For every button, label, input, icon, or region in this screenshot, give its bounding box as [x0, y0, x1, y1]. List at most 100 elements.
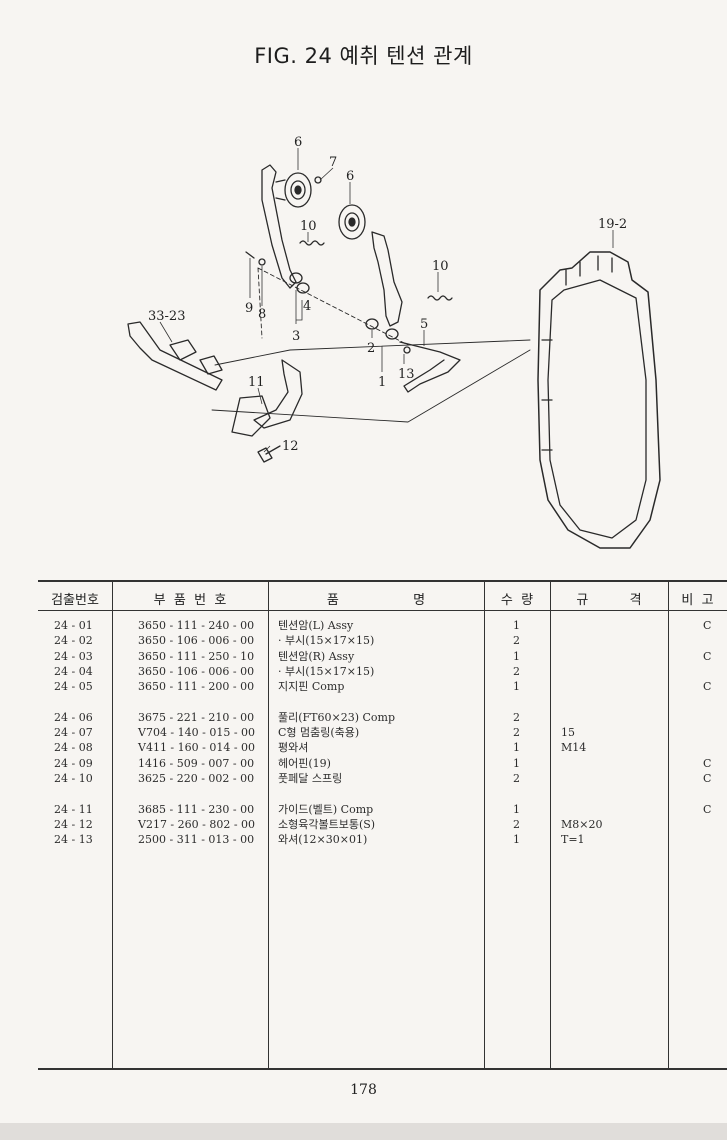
washer — [258, 258, 266, 266]
cell-index-no: 24 - 09 — [54, 756, 93, 770]
cell-spec — [561, 679, 602, 694]
spring — [299, 240, 325, 246]
cell-index-no: 24 - 06 — [54, 710, 93, 724]
shaft — [127, 321, 223, 391]
table-rule — [38, 580, 727, 582]
cell-spec — [561, 694, 602, 709]
cell-part-no: 3685 - 111 - 230 - 00 — [138, 802, 255, 816]
cell-remark — [703, 633, 711, 648]
column-divider — [484, 580, 485, 1068]
cell-spec — [561, 649, 602, 664]
callout-10: 10 — [300, 219, 317, 234]
tension-arm-left — [261, 164, 297, 289]
bushing — [385, 328, 399, 340]
callout-33-23: 33-23 — [148, 309, 185, 324]
cell-part-no — [138, 694, 255, 709]
cell-remark — [703, 832, 711, 847]
callout-4: 4 — [303, 299, 311, 314]
cell-remark — [703, 740, 711, 755]
callout-10: 10 — [432, 259, 449, 274]
cell-spec — [561, 756, 602, 771]
spring — [427, 295, 453, 301]
page-number: 178 — [350, 1082, 377, 1098]
callout-19-2: 19-2 — [598, 217, 627, 232]
cell-part-name — [278, 786, 395, 801]
column-divider — [112, 580, 113, 1068]
callout-6: 6 — [294, 135, 302, 150]
cell-part-no: 3675 - 221 - 210 - 00 — [138, 710, 255, 724]
cell-part-name: 텐션암(L) Assy — [278, 619, 354, 632]
cell-remark — [703, 786, 711, 801]
callout-1: 1 — [378, 375, 386, 390]
callout-9: 9 — [245, 301, 253, 316]
cell-part-no: 3650 - 111 - 250 - 10 — [138, 649, 255, 663]
cell-part-name — [278, 694, 395, 709]
cell-part-name: 지지핀 Comp — [278, 680, 345, 694]
cell-quantity: 2 — [513, 817, 520, 831]
cell-part-name: · 부시(15×17×15) — [278, 634, 375, 648]
cell-remark: C — [703, 802, 712, 816]
cell-remark — [703, 710, 711, 725]
cell-remark — [703, 725, 711, 740]
cell-part-name: 텐션암(R) Assy — [278, 649, 355, 663]
cell-part-no: V411 - 160 - 014 - 00 — [138, 741, 256, 755]
cell-spec: M8×20 — [561, 817, 603, 831]
cell-quantity — [513, 786, 520, 801]
cell-quantity: 1 — [513, 833, 520, 847]
snap-ring — [314, 176, 322, 184]
cell-part-name: 헤어핀(19) — [278, 756, 331, 770]
exploded-parts-diagram: 6 7 6 10 10 19-2 9 8 4 3 33-23 5 2 13 1 … — [127, 135, 661, 549]
cell-part-no: 2500 - 311 - 013 - 00 — [138, 833, 255, 847]
cell-part-no: 3650 - 106 - 006 - 00 — [138, 664, 255, 678]
cell-quantity: 1 — [513, 680, 520, 694]
assembly-line — [257, 267, 409, 346]
cell-spec: M14 — [561, 741, 587, 755]
cell-part-no: 3650 - 111 - 240 - 00 — [138, 619, 255, 632]
assembly-line — [214, 339, 531, 366]
cell-index-no: 24 - 12 — [54, 817, 93, 831]
cell-part-no — [138, 786, 255, 801]
column-divider — [668, 580, 669, 1068]
header-spec: 규 격 — [576, 592, 642, 608]
cell-spec — [561, 786, 602, 801]
cell-quantity: 1 — [513, 756, 520, 770]
bushing — [365, 318, 379, 330]
cell-part-name: 풀리(FT60×23) Comp — [278, 710, 396, 724]
cell-quantity: 2 — [513, 634, 520, 648]
cell-quantity: 1 — [513, 649, 520, 663]
cell-quantity: 2 — [513, 664, 520, 678]
callout-3: 3 — [292, 329, 300, 344]
cell-spec: 15 — [561, 726, 575, 740]
cell-part-name: 소형육각볼트보통(S) — [278, 817, 376, 831]
cell-remark: C — [703, 756, 712, 770]
cell-spec: T=1 — [561, 833, 585, 847]
callout-11: 11 — [248, 375, 265, 390]
cell-remark: C — [703, 771, 712, 785]
cell-part-no: V217 - 260 - 802 - 00 — [138, 817, 256, 831]
cell-index-no: 24 - 03 — [54, 649, 93, 663]
table-rule — [38, 610, 727, 611]
cell-quantity: 2 — [513, 771, 520, 785]
figure-title: FIG. 24 예취 텐션 관계 — [254, 44, 473, 68]
bushing — [296, 282, 310, 294]
transmission-case — [537, 251, 661, 549]
cell-remark — [703, 664, 711, 679]
header-remark: 비 고 — [681, 592, 714, 608]
cell-part-no: 1416 - 509 - 007 - 00 — [138, 756, 255, 770]
scan-edge — [0, 1123, 727, 1140]
cell-part-name: 풋페달 스프링 — [278, 771, 343, 785]
callout-2: 2 — [367, 341, 375, 356]
tension-arm-right — [371, 231, 403, 327]
support-pin — [399, 341, 461, 393]
cell-part-name: 가이드(벨트) Comp — [278, 802, 374, 816]
callout-5: 5 — [420, 317, 428, 332]
hair-pin — [245, 251, 255, 259]
cell-part-no: V704 - 140 - 015 - 00 — [138, 726, 256, 740]
cell-part-no: 3650 - 106 - 006 - 00 — [138, 634, 255, 648]
cell-index-no: 24 - 02 — [54, 634, 93, 648]
table-rule — [38, 1068, 727, 1070]
column-part-no: 3650 - 111 - 240 - 00 3650 - 106 - 006 - … — [138, 618, 255, 847]
